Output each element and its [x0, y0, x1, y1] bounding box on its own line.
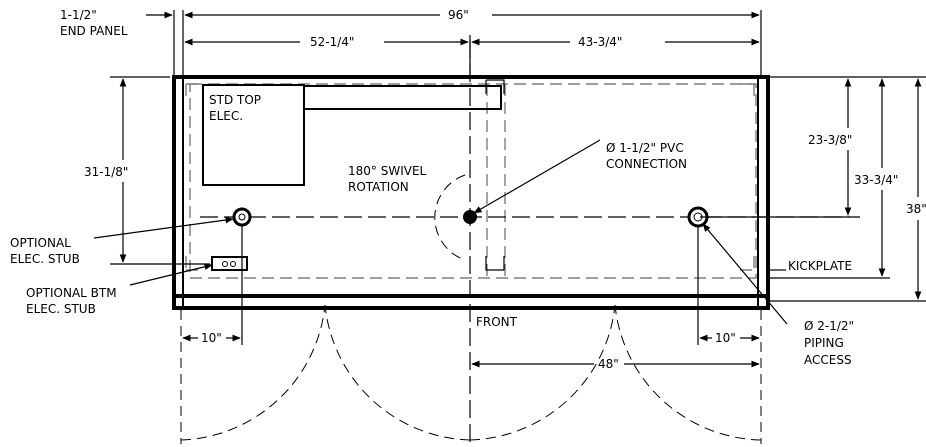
pvc-label-1: Ø 1-1/2" PVC — [606, 141, 684, 155]
swivel-label-2: ROTATION — [348, 180, 409, 194]
std-top-elec-label-2: ELEC. — [209, 109, 243, 123]
optional-elec-label-1: OPTIONAL — [10, 236, 71, 250]
door-swings — [180, 304, 762, 444]
optional-elec-label-2: ELEC. STUB — [10, 252, 80, 266]
right-height-1-dim: 23-3/8" — [808, 133, 852, 147]
leader-lines — [93, 139, 788, 325]
optional-btm-elec-stub — [211, 256, 248, 271]
end-panel-label: END PANEL — [60, 24, 128, 38]
door-span-dim: 48" — [598, 357, 619, 371]
std-top-elec-box: STD TOP ELEC. — [202, 84, 502, 186]
optional-elec-stub — [232, 207, 252, 227]
dimension-texts: 1-1/2" END PANEL 96" 52-1/4" 43-3/4" 31-… — [60, 8, 926, 371]
center-to-right-dim: 43-3/4" — [578, 35, 622, 49]
right-offset-dim: 10" — [715, 331, 736, 345]
dimension-lines — [110, 10, 926, 368]
kickplate-label: KICKPLATE — [788, 259, 852, 273]
left-height-dim: 31-1/8" — [84, 165, 128, 179]
right-height-3-dim: 38" — [906, 202, 926, 216]
right-height-2-dim: 33-3/4" — [854, 173, 898, 187]
base-hidden-lines — [185, 79, 757, 279]
std-top-elec-label-1: STD TOP — [209, 93, 261, 107]
pvc-connection — [463, 210, 477, 224]
piping-label-2: PIPING — [804, 336, 844, 350]
swivel-label-1: 180° SWIVEL — [348, 164, 427, 178]
optional-btm-label-2: ELEC. STUB — [26, 302, 96, 316]
front-label: FRONT — [476, 315, 518, 329]
end-panel-dim: 1-1/2" — [60, 8, 97, 22]
callout-texts: 180° SWIVEL ROTATION Ø 1-1/2" PVC CONNEC… — [10, 141, 854, 367]
piping-label-1: Ø 2-1/2" — [804, 319, 854, 333]
pvc-label-2: CONNECTION — [606, 157, 687, 171]
left-offset-dim: 10" — [201, 331, 222, 345]
left-to-center-dim: 52-1/4" — [310, 35, 354, 49]
overall-width-dim: 96" — [448, 8, 469, 22]
optional-btm-label-1: OPTIONAL BTM — [26, 286, 117, 300]
cabinet-outline — [172, 75, 770, 310]
swivel-arc — [434, 174, 466, 261]
piping-label-3: ACCESS — [804, 353, 852, 367]
